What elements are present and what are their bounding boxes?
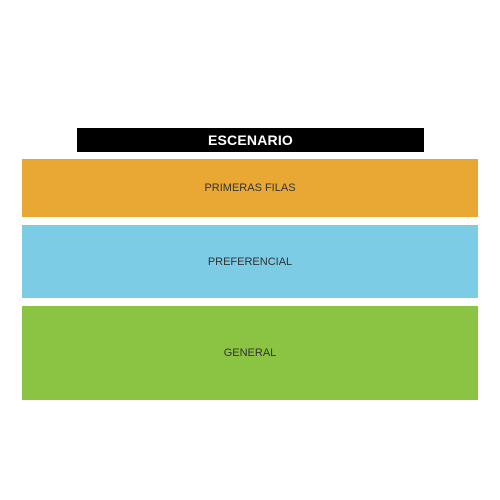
section-label: GENERAL xyxy=(223,347,277,359)
stage-label: ESCENARIO xyxy=(207,132,294,148)
stage-banner: ESCENARIO xyxy=(77,128,424,152)
section-preferencial[interactable]: PREFERENCIAL xyxy=(22,225,478,298)
section-label: PRIMERAS FILAS xyxy=(204,182,296,194)
section-label: PREFERENCIAL xyxy=(207,255,293,268)
section-primeras-filas[interactable]: PRIMERAS FILAS xyxy=(22,159,478,217)
section-general[interactable]: GENERAL xyxy=(22,306,478,400)
